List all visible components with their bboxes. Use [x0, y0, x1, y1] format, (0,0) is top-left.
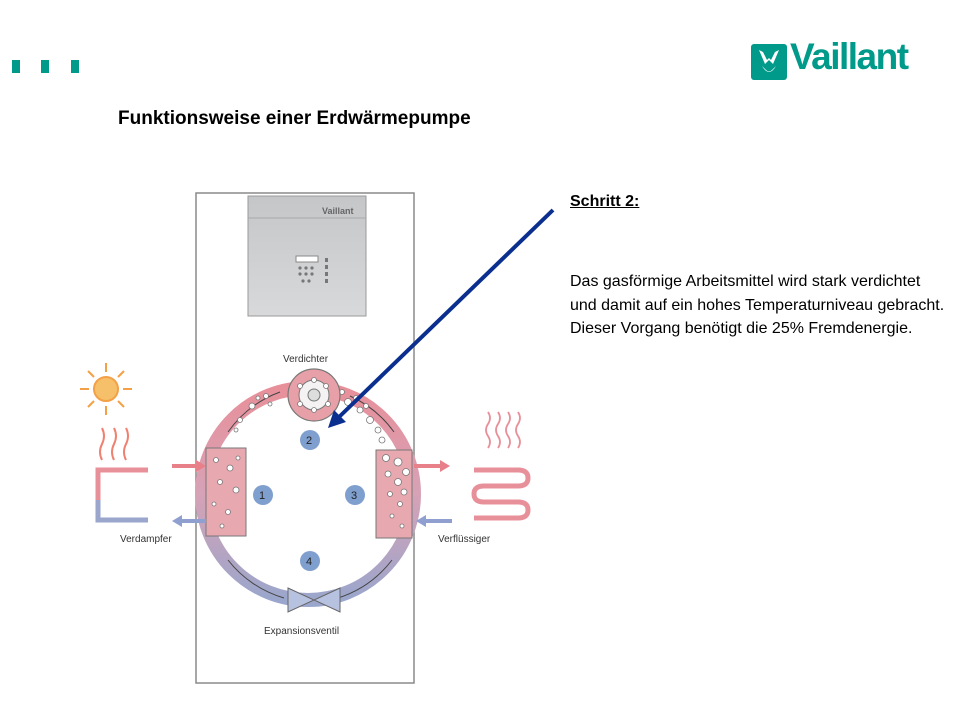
compressor-label: Verdichter — [283, 354, 329, 365]
page-title: Funktionsweise einer Erdwärmepumpe — [118, 108, 471, 129]
sun-icon — [80, 363, 132, 415]
step-description: Das gasförmige Arbeitsmittel wird stark … — [570, 273, 945, 337]
hare-emblem-icon — [751, 44, 787, 80]
step-markers — [253, 430, 365, 571]
step-1-number: 1 — [259, 490, 265, 502]
step-3-number: 3 — [351, 490, 357, 502]
vaillant-logo: Vaillant — [750, 38, 910, 82]
pointer-arrow — [336, 208, 555, 420]
evaporator-unit — [205, 447, 247, 537]
heat-rays-icon — [99, 427, 129, 461]
display-screen — [295, 255, 319, 263]
floor-heating-coil — [471, 467, 531, 521]
step-title: Schritt 2: — [570, 193, 640, 210]
evaporator-label: Verdampfer — [120, 534, 172, 545]
expansion-valve — [287, 587, 341, 613]
radiated-heat-icon — [485, 411, 521, 449]
logo-text: Vaillant — [790, 36, 909, 77]
control-buttons — [298, 258, 328, 283]
unit-brand-label: Vaillant — [322, 206, 354, 216]
ground-collector-pipe — [95, 467, 148, 523]
expansion-valve-label: Expansionsventil — [264, 626, 339, 637]
condenser-label: Verflüssiger — [438, 534, 491, 545]
step-2-number: 2 — [306, 435, 312, 447]
step-4-number: 4 — [306, 556, 312, 568]
